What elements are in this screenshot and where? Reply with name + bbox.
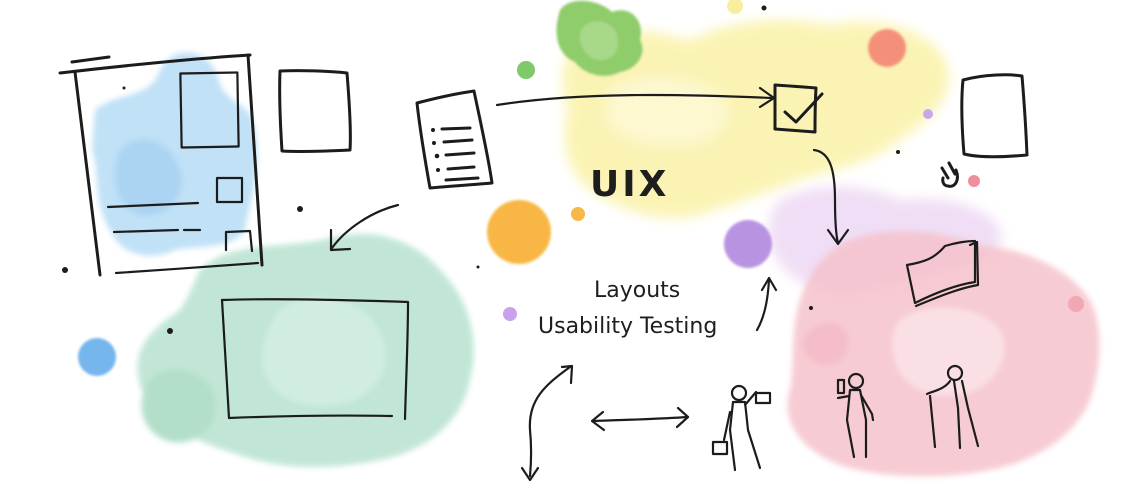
person-with-phone-icon <box>836 372 875 459</box>
pink-dot-right <box>1068 296 1084 312</box>
purple-dot-tiny <box>923 109 933 119</box>
usability-testing-label: Usability Testing <box>538 314 718 339</box>
arrow-to-layout <box>329 203 400 252</box>
arrow-to-book <box>812 148 850 246</box>
purple-dot-small <box>503 307 517 321</box>
ink-dot <box>122 86 126 90</box>
person-with-cane-icon <box>925 364 980 450</box>
document-list-icon <box>415 89 494 190</box>
green-blob <box>556 0 643 76</box>
checkbox-checked-icon <box>773 83 824 134</box>
coral-dot <box>868 29 906 67</box>
blank-card <box>278 69 352 153</box>
ink-dot <box>476 265 480 269</box>
yellow-dot-top <box>727 0 743 14</box>
orange-dot-large <box>487 200 551 264</box>
ink-dot <box>297 206 303 212</box>
ink-dot <box>896 150 900 154</box>
person-with-briefcase-icon <box>711 384 772 472</box>
ink-dot <box>62 267 68 273</box>
magnet-icon <box>940 161 959 188</box>
blank-frame <box>960 73 1029 159</box>
ink-dot <box>761 5 767 11</box>
purple-dot-large <box>724 220 772 268</box>
layout-rectangle <box>220 298 410 421</box>
arrow-to-checkbox <box>495 86 776 109</box>
curved-double-arrow <box>520 364 574 482</box>
ink-dot <box>167 328 173 334</box>
open-book-icon <box>905 239 980 308</box>
green-wash <box>137 233 474 467</box>
pink-dot <box>968 175 980 187</box>
arrow-up <box>755 276 778 332</box>
ink-dot <box>809 306 813 310</box>
wireframe-page <box>58 53 264 277</box>
layouts-label: Layouts <box>594 278 681 303</box>
green-dot <box>517 61 535 79</box>
horizontal-double-arrow <box>590 406 690 432</box>
uix-title: UIX <box>590 164 670 205</box>
orange-dot-small <box>571 207 585 221</box>
blue-dot <box>78 338 116 376</box>
